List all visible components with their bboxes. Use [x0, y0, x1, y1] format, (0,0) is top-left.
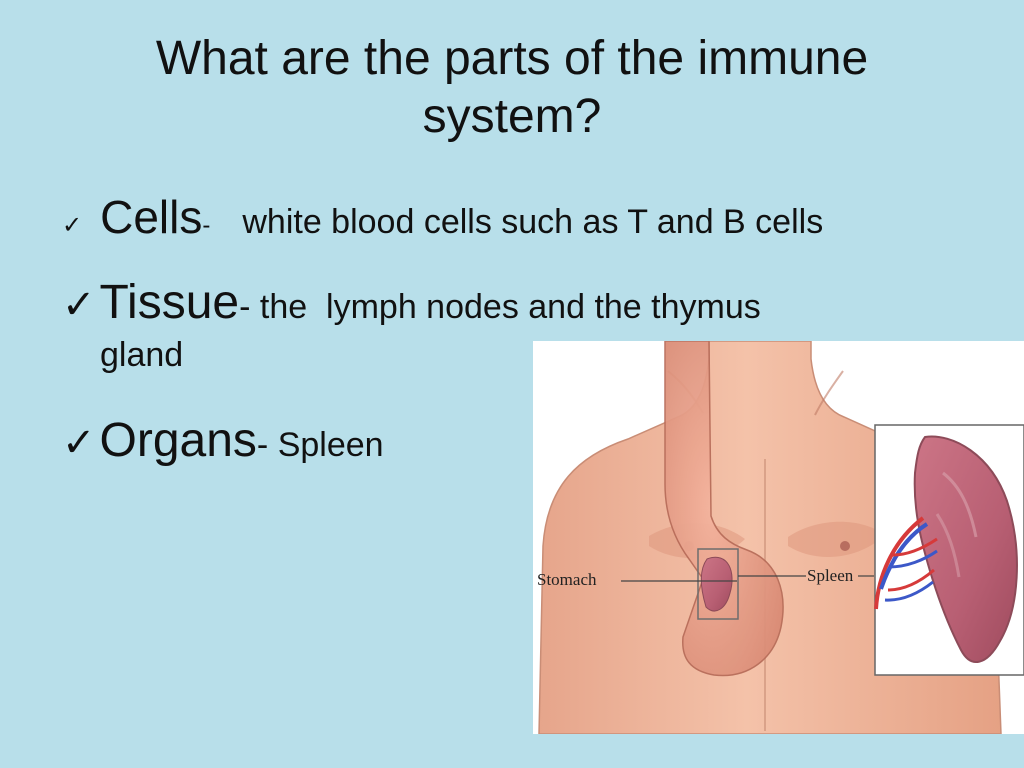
anatomy-illustration: Stomach Spleen	[533, 341, 1024, 734]
bullet-term: Cells	[100, 191, 203, 243]
bullet-continuation: gland	[100, 336, 184, 374]
artery-branch-2	[887, 568, 935, 592]
checkmark-icon: ✓	[62, 420, 96, 466]
neck-shadow-right	[814, 370, 844, 416]
esophagus-and-stomach	[664, 341, 784, 677]
artery-branch	[892, 537, 938, 557]
spleen-ridge	[942, 471, 978, 538]
bullet-tissue: ✓ Tissue - the lymph nodes and the thymu…	[62, 275, 761, 330]
bullet-cells: ✓ Cells - white blood cells such as T an…	[62, 190, 823, 244]
splenic-vein	[879, 522, 929, 590]
spleen-large	[913, 435, 1018, 663]
checkmark-icon: ✓	[62, 282, 96, 328]
splenic-artery	[874, 516, 925, 610]
spleen-ridge-2	[935, 513, 961, 578]
bullet-separator: -	[202, 212, 211, 239]
vein-branch-2	[884, 580, 934, 602]
bullet-description: white blood cells such as T and B cells	[242, 203, 824, 241]
spleen-label: Spleen	[807, 566, 854, 585]
vein-branch	[888, 549, 938, 569]
right-pectoral	[788, 521, 885, 557]
bullet-description: the lymph nodes and the thymus	[250, 288, 761, 326]
slide-title: What are the parts of the immune system?	[155, 32, 869, 143]
bullet-organs: ✓ Organs - Spleen	[62, 413, 384, 468]
checkmark-icon: ✓	[62, 211, 83, 239]
right-nipple	[840, 541, 850, 551]
bullet-term: Organs	[99, 414, 257, 467]
bullet-term: Tissue	[99, 276, 240, 329]
torso-spleen-svg: Stomach Spleen	[533, 341, 1024, 734]
bullet-separator: -	[239, 288, 251, 326]
highlight-box	[697, 548, 739, 620]
bullet-description: Spleen	[268, 426, 384, 464]
bullet-separator: -	[256, 426, 269, 464]
stomach-label: Stomach	[537, 570, 597, 589]
